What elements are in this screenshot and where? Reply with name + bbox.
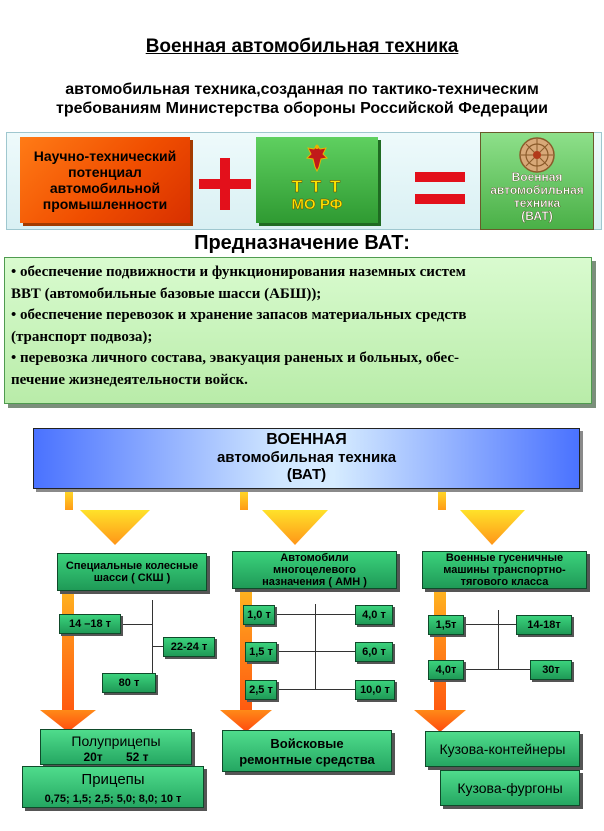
- containers-box: Кузова-контейнеры: [425, 731, 580, 767]
- category-skh-box: Специальные колесные шасси ( СКШ ): [57, 553, 207, 591]
- repair-line-1: Войсковые: [270, 736, 344, 751]
- skh-item-22-24t: 22-24 т: [163, 637, 215, 657]
- amn-item-4t: 4,0 т: [355, 605, 393, 625]
- amn-item-10t: 10,0 т: [355, 680, 395, 700]
- connector-line: [276, 689, 356, 690]
- category-line: многоцелевого: [272, 564, 356, 576]
- category-line: Военные гусеничные: [445, 552, 564, 564]
- category-line: Автомобили: [280, 552, 349, 564]
- category-tracked-box: Военные гусеничные машины транспортно- т…: [422, 551, 587, 589]
- connector-line: [274, 614, 356, 615]
- category-amn-box: Автомобили многоцелевого назначения ( АМ…: [232, 551, 397, 589]
- category-line: шасси ( СКШ ): [93, 572, 171, 584]
- arrow-shaft: [65, 488, 73, 510]
- semitrailers-label: Полуприцепы: [71, 733, 161, 749]
- amn-item-2-5t: 2,5 т: [245, 680, 277, 700]
- connector-line: [108, 624, 152, 625]
- page-title: Военная автомобильная техника: [145, 36, 459, 57]
- repair-means-box: Войсковые ремонтные средства: [222, 730, 392, 772]
- trailers-label: Прицепы: [81, 771, 145, 788]
- connector-line: [152, 646, 164, 647]
- connector-line: [464, 669, 530, 670]
- arrowhead-down-icon: [80, 510, 150, 545]
- vat-result-box: Военная автомобильная техника (ВАТ): [480, 132, 594, 230]
- tracked-item-14-18t: 14-18т: [516, 615, 572, 635]
- vat-header-box: ВОЕННАЯ автомобильная техника (ВАТ): [33, 428, 580, 489]
- arrow-shaft: [240, 560, 252, 710]
- mo-rf-label: МО РФ: [291, 196, 343, 213]
- subtitle-line-2: требованиям Министерства обороны Российс…: [56, 100, 548, 117]
- connector-line: [498, 610, 499, 670]
- purpose-line-4: (транспорт подвоза);: [11, 328, 153, 345]
- vans-box: Кузова-фургоны: [440, 770, 580, 806]
- amn-item-1-5t: 1,5 т: [245, 642, 277, 662]
- arrowhead-down-icon: [262, 510, 328, 545]
- purpose-box: • обеспечение подвижности и функциониров…: [4, 257, 592, 404]
- skh-item-80t: 80 т: [102, 673, 156, 693]
- category-line: Специальные колесные: [65, 560, 199, 572]
- tracked-item-30t: 30т: [530, 660, 572, 680]
- tracked-item-1-5t: 1,5т: [428, 615, 464, 635]
- tracked-item-4t: 4,0т: [428, 660, 464, 680]
- category-line: машины транспортно-: [443, 564, 566, 576]
- connector-line: [464, 624, 516, 625]
- category-line: тягового класса: [460, 576, 549, 588]
- ttt-mo-rf-box: Т Т Т МО РФ: [256, 137, 378, 223]
- header-line-3: (ВАТ): [286, 466, 327, 483]
- purpose-line-2: ВВТ (автомобильные базовые шасси (АБШ));: [11, 285, 322, 302]
- trailers-values: 0,75; 1,5; 2,5; 5,0; 8,0; 10 т: [44, 793, 182, 805]
- vat-emblem-icon: [519, 137, 555, 173]
- header-line-1: ВОЕННАЯ: [266, 431, 347, 448]
- connector-line: [152, 600, 153, 680]
- semitrailers-values: 20т 52 т: [83, 750, 149, 764]
- arrowhead-down-icon: [414, 710, 466, 732]
- arrow-shaft: [240, 488, 248, 510]
- semitrailers-box: Полуприцепы 20т 52 т: [40, 729, 192, 765]
- category-line: назначения ( АМН ): [262, 576, 367, 588]
- source-line-1: Научно-технический: [33, 148, 177, 164]
- purpose-line-5: • перевозка личного состава, эвакуация р…: [11, 350, 460, 366]
- connector-line: [276, 651, 356, 652]
- source-line-3: автомобильной: [49, 180, 161, 196]
- result-line-4: (ВАТ): [521, 209, 553, 223]
- header-line-2: автомобильная техника: [216, 449, 397, 466]
- arrowhead-down-icon: [460, 510, 525, 545]
- equals-icon: [415, 172, 465, 206]
- arrowhead-down-icon: [220, 710, 272, 732]
- arrowhead-down-icon: [40, 710, 96, 732]
- result-line-2: автомобильная: [490, 183, 584, 197]
- arrow-shaft: [438, 488, 446, 510]
- ttt-label: Т Т Т: [291, 177, 343, 196]
- purpose-line-6: печение жизнедеятельности войск.: [11, 371, 248, 388]
- coat-of-arms-eagle-icon: [306, 144, 328, 173]
- result-line-1: Военная: [511, 170, 563, 184]
- connector-line: [315, 604, 316, 690]
- plus-icon: [199, 158, 251, 210]
- amn-item-6t: 6,0 т: [355, 642, 393, 662]
- repair-line-2: ремонтные средства: [239, 752, 375, 767]
- source-line-4: промышленности: [42, 196, 168, 212]
- subtitle: автомобильная техника,созданная по такти…: [10, 80, 594, 118]
- purpose-heading: Предназначение ВАТ:: [194, 232, 410, 254]
- subtitle-line-1: автомобильная техника,созданная по такти…: [65, 81, 539, 98]
- amn-item-1t: 1,0 т: [243, 605, 275, 625]
- arrow-shaft: [62, 560, 74, 710]
- purpose-line-1: • обеспечение подвижности и функциониров…: [11, 264, 466, 280]
- source-line-2: потенциал: [68, 164, 142, 180]
- result-line-3: техника: [513, 196, 561, 210]
- skh-item-14-18t: 14 –18 т: [59, 614, 121, 634]
- purpose-line-3: • обеспечение перевозок и хранение запас…: [11, 307, 467, 323]
- trailers-box: Прицепы 0,75; 1,5; 2,5; 5,0; 8,0; 10 т: [22, 766, 204, 808]
- industry-potential-box: Научно-технический потенциал автомобильн…: [20, 137, 190, 223]
